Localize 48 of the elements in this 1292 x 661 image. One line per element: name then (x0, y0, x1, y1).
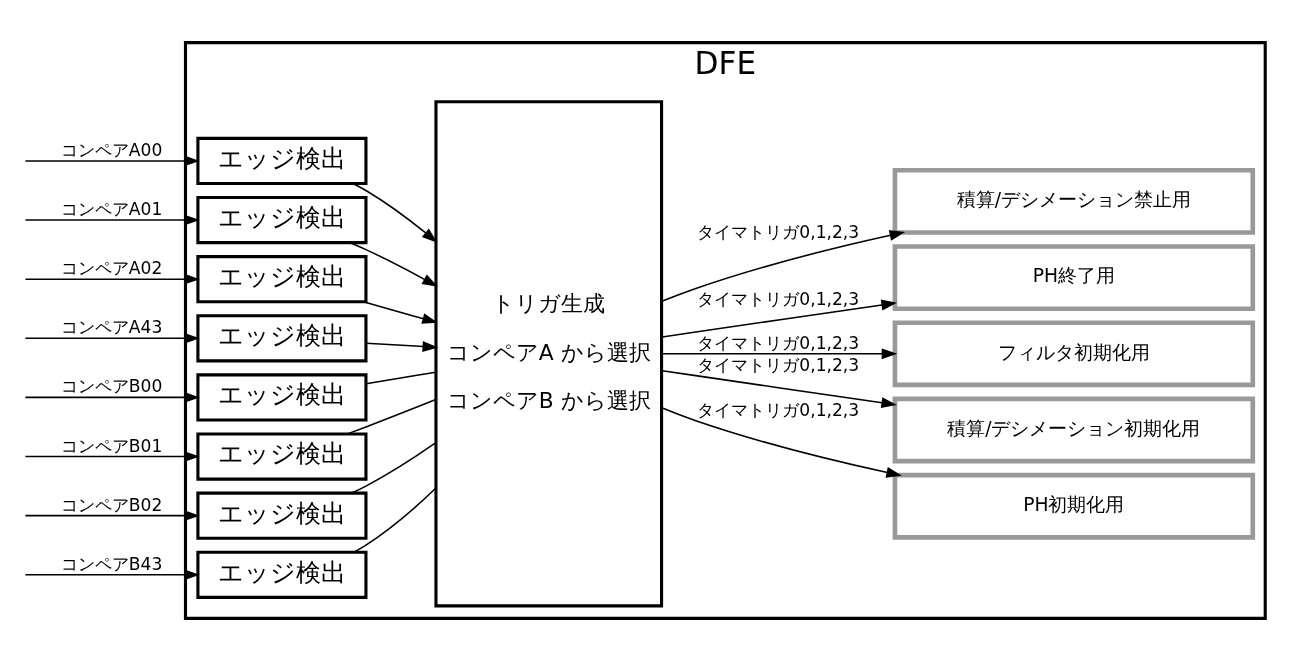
edge-label: タイマトリガ0,1,2,3 (697, 289, 860, 310)
connector (353, 487, 437, 553)
node-box: エッジ検出 (196, 491, 368, 540)
edge-label: コンペアB01 (60, 435, 163, 456)
arrow (349, 241, 438, 287)
node-box: エッジ検出 (196, 432, 368, 481)
arrow (660, 348, 898, 360)
edge-label: タイマトリガ0,1,2,3 (697, 399, 860, 420)
node-box: エッジ検出 (196, 136, 368, 186)
node-box: 積算/デシメーション禁止用 (892, 167, 1256, 235)
arrow (352, 182, 438, 243)
node-box: エッジ検出 (196, 373, 368, 422)
node-box: PH初期化用 (892, 472, 1256, 540)
arrow (24, 214, 200, 226)
node-box: トリガ生成 コンペアA から選択 コンペアB から選択 (434, 100, 664, 608)
node-box: 積算/デシメーション初期化用 (892, 396, 1256, 464)
connector (346, 398, 437, 435)
edge-label: タイマトリガ0,1,2,3 (697, 332, 860, 353)
node-box: エッジ検出 (196, 195, 368, 245)
arrow (24, 451, 200, 462)
arrow (24, 155, 200, 167)
edge-label: コンペアB00 (60, 376, 163, 397)
node-box: エッジ検出 (196, 255, 368, 304)
node-box: フィルタ初期化用 (892, 320, 1256, 388)
edge-label: コンペアB02 (60, 494, 163, 515)
edge-label: タイマトリガ0,1,2,3 (697, 354, 860, 375)
arrow (24, 391, 200, 403)
edge-label: コンペアA01 (60, 199, 163, 220)
arrow (24, 569, 200, 581)
arrow (661, 407, 902, 478)
arrow (24, 332, 200, 344)
arrow (661, 369, 897, 409)
node-box: エッジ検出 (196, 550, 368, 599)
arrow (24, 510, 200, 522)
edge-label: コンペアA02 (60, 258, 163, 279)
node-box: エッジ検出 (196, 314, 368, 363)
arrow (661, 299, 897, 338)
edge-label: タイマトリガ0,1,2,3 (697, 222, 860, 243)
node-box: PH終了用 (892, 244, 1256, 312)
connector (365, 371, 437, 385)
connector (350, 441, 437, 494)
arrow (661, 230, 906, 303)
edge-label: コンペアA43 (60, 317, 163, 338)
edge-label: コンペアA00 (60, 139, 163, 160)
edge-label: コンペアB43 (60, 553, 163, 574)
arrow (24, 273, 200, 285)
arrow (362, 301, 438, 324)
arrow (365, 341, 439, 352)
